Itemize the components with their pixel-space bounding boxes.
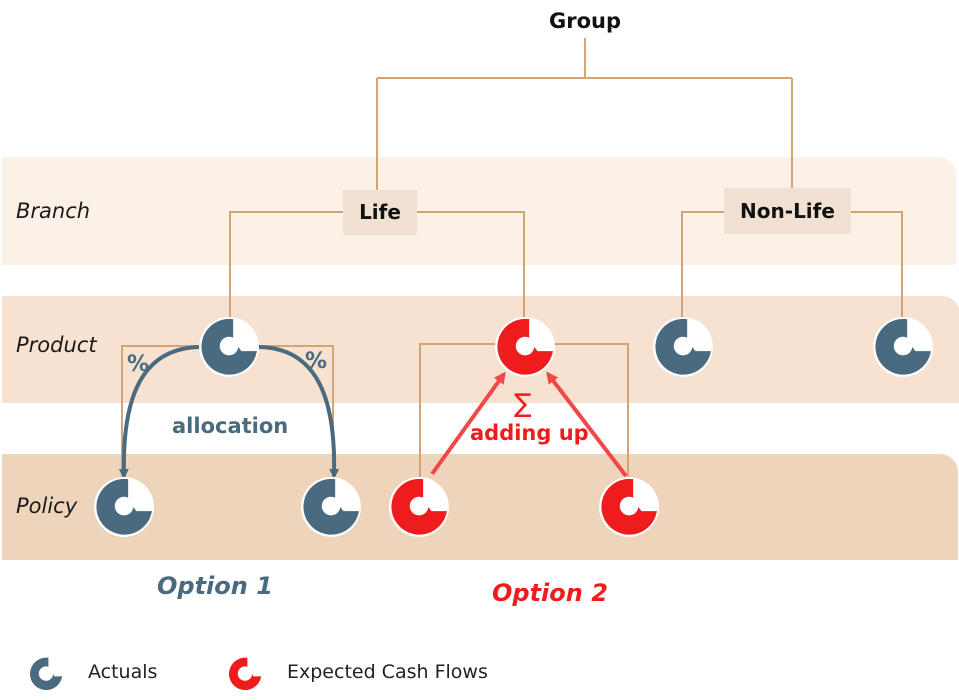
- row-label-branch: Branch: [16, 199, 91, 223]
- policy-band: [2, 454, 958, 560]
- product-band: [2, 296, 959, 403]
- percent-label-left: %: [127, 352, 150, 377]
- expected-cashflow-icon: [599, 477, 659, 537]
- sum-bracket-left: [419, 343, 497, 478]
- row-label-product: Product: [16, 333, 97, 357]
- actuals-cashflow-icon: [94, 477, 154, 537]
- allocation-bracket-left: [121, 345, 200, 478]
- life-right-connector: [417, 211, 525, 318]
- adding-up-label: adding up: [470, 421, 589, 445]
- percent-label-right: %: [305, 349, 328, 374]
- life-left-connector: [229, 211, 343, 320]
- actuals-cashflow-icon: [301, 477, 361, 537]
- adding-up-arrow-right: [546, 371, 628, 478]
- actuals-cashflow-icon: [199, 317, 259, 377]
- allocation-label: allocation: [172, 414, 289, 438]
- actuals-cashflow-icon: [873, 317, 933, 377]
- sum-bracket-right: [553, 343, 629, 478]
- actuals-cashflow-icon: [653, 317, 713, 377]
- nonlife-left-connector: [681, 211, 724, 320]
- expected-cashflow-icon: [495, 317, 555, 377]
- row-label-policy: Policy: [16, 494, 78, 518]
- allocation-arrow-right: [253, 344, 340, 479]
- legend-expected-label: Expected Cash Flows: [287, 661, 488, 683]
- expected-cashflow-icon: [389, 477, 449, 537]
- nonlife-branch-box: Non-Life: [724, 188, 851, 234]
- allocation-arrow-left: [118, 344, 206, 479]
- legend-actuals-label: Actuals: [88, 661, 158, 683]
- option-1-caption: Option 1: [157, 572, 273, 600]
- nonlife-right-connector: [851, 211, 903, 320]
- adding-up-arrow-left: [430, 371, 506, 476]
- life-branch-box: Life: [343, 190, 417, 235]
- sigma-symbol: ∑: [514, 389, 532, 419]
- option-2-caption: Option 2: [492, 579, 608, 607]
- legend-actuals-icon: [30, 657, 63, 691]
- group-label: Group: [548, 9, 621, 33]
- legend-expected-icon: [229, 657, 262, 691]
